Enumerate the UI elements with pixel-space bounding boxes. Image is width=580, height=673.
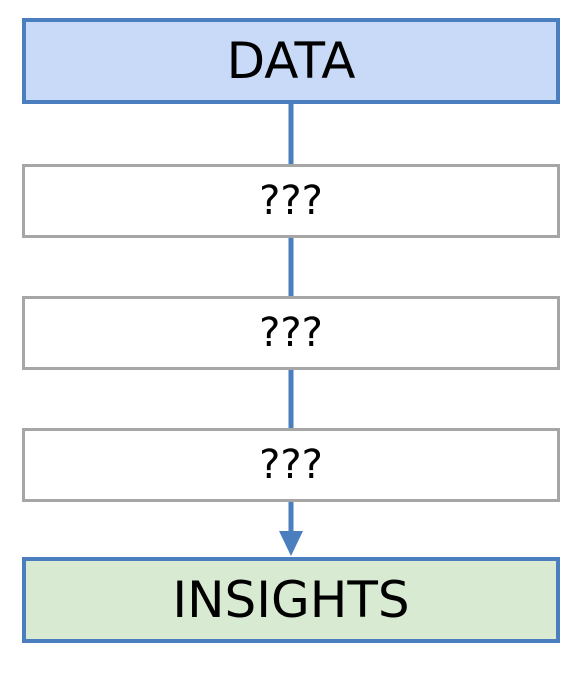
source-box: DATA	[22, 18, 560, 104]
source-label: DATA	[226, 32, 356, 90]
step-box-3: ???	[22, 428, 560, 502]
result-box: INSIGHTS	[22, 557, 560, 643]
step-label-3: ???	[259, 442, 323, 488]
connector-arrowhead	[279, 531, 303, 556]
step-box-2: ???	[22, 296, 560, 370]
result-label: INSIGHTS	[172, 571, 410, 629]
step-box-1: ???	[22, 164, 560, 238]
step-label-1: ???	[259, 178, 323, 224]
step-label-2: ???	[259, 310, 323, 356]
